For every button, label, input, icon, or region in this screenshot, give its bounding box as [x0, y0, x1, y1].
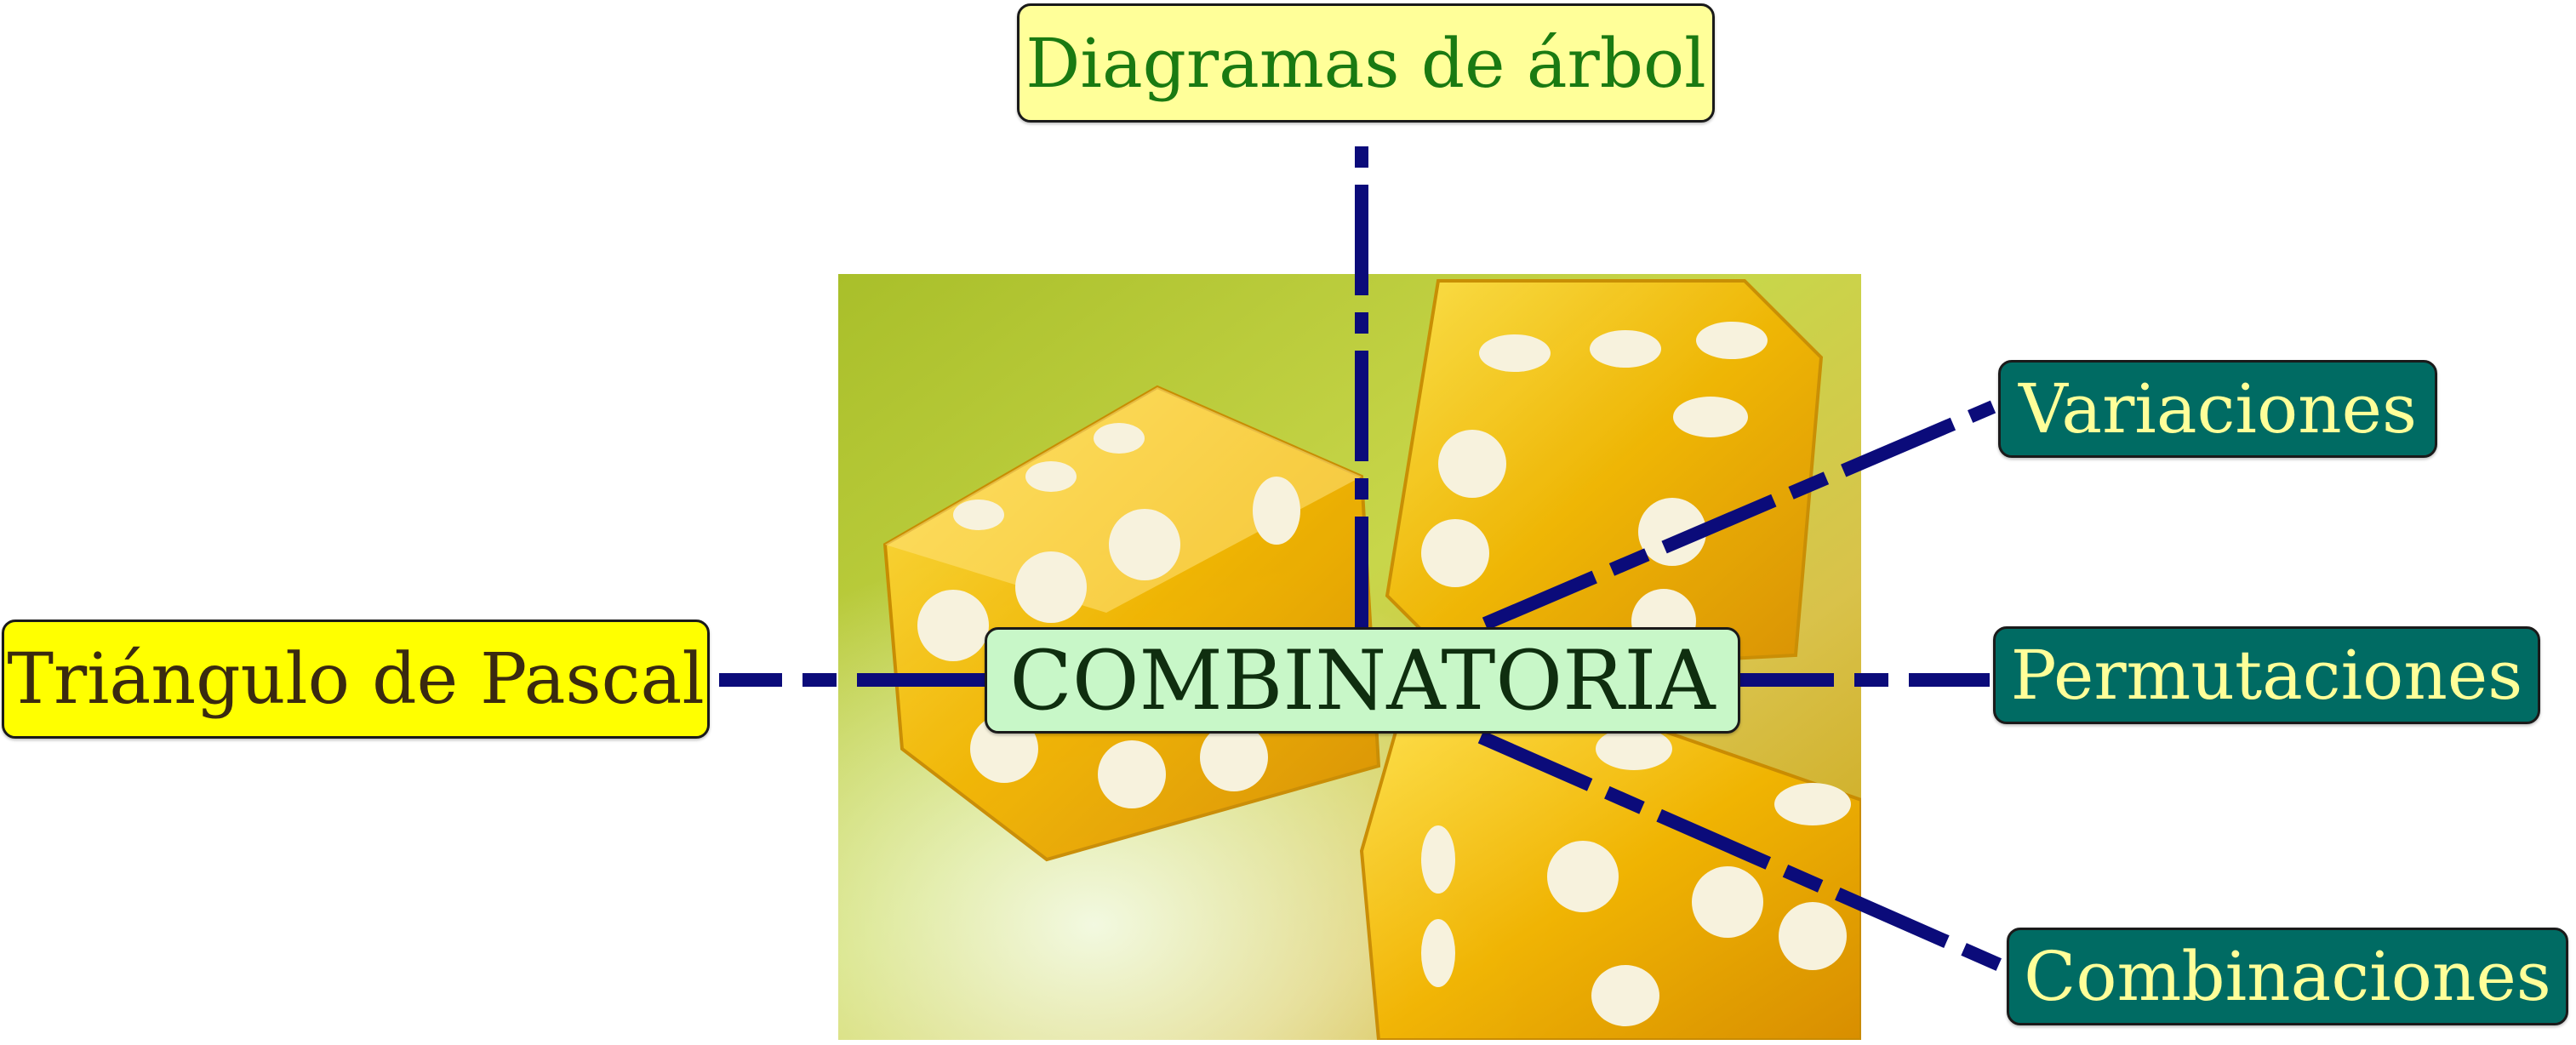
node-label: Variaciones	[2018, 369, 2418, 448]
node-permutaciones[interactable]: Permutaciones	[1993, 626, 2540, 724]
connector-variaciones	[1482, 400, 1996, 631]
node-label: Triángulo de Pascal	[7, 638, 705, 720]
connectors	[719, 136, 2005, 973]
connector-combinaciones	[1477, 730, 2005, 973]
node-diagramas-de-arbol[interactable]: Diagramas de árbol	[1017, 3, 1715, 123]
node-label: Combinaciones	[2024, 937, 2551, 1016]
node-combinaciones[interactable]: Combinaciones	[2007, 928, 2568, 1025]
die-upper-right	[1385, 279, 1824, 675]
center-label: COMBINATORIA	[1009, 632, 1716, 728]
die-left	[882, 385, 1381, 862]
node-variaciones[interactable]: Variaciones	[1998, 360, 2437, 458]
node-label: Permutaciones	[2010, 636, 2523, 715]
node-triangulo-de-pascal[interactable]: Triángulo de Pascal	[2, 620, 710, 739]
node-combinatoria-center[interactable]: COMBINATORIA	[985, 627, 1740, 734]
die-bottom-right	[1359, 712, 1861, 1040]
node-label: Diagramas de árbol	[1025, 23, 1706, 103]
